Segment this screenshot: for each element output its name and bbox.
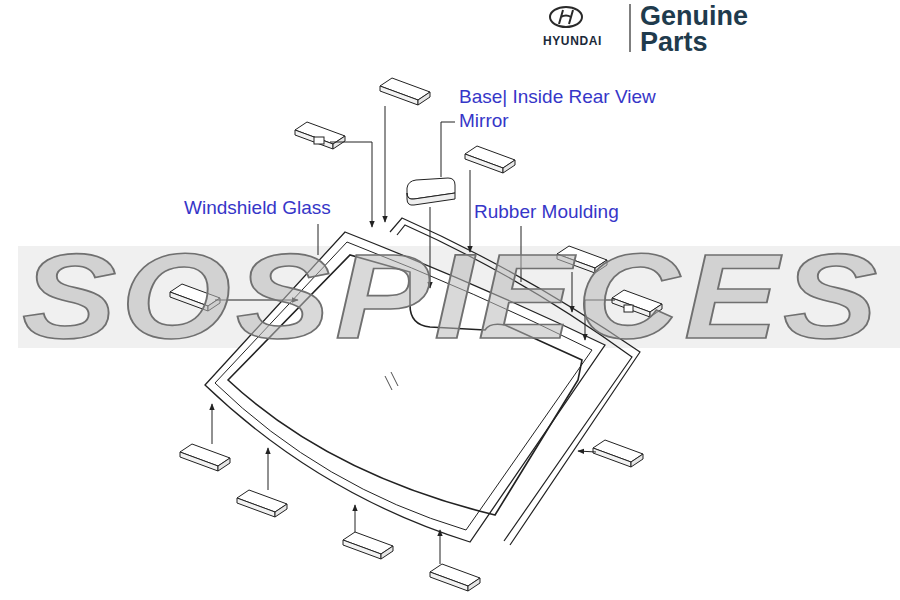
mirror-base <box>407 178 455 205</box>
logo-divider <box>629 4 631 52</box>
brand-tagline: Parts <box>640 26 708 60</box>
brand-name: HYUNDAI <box>543 34 602 49</box>
part-label: Base| Inside Rear View Mirror <box>459 85 699 133</box>
watermark: SOSPIECES <box>22 236 882 356</box>
hyundai-emblem <box>550 7 582 27</box>
part-label: Windshield Glass <box>184 196 331 220</box>
part-label: Rubber Moulding <box>474 200 619 224</box>
